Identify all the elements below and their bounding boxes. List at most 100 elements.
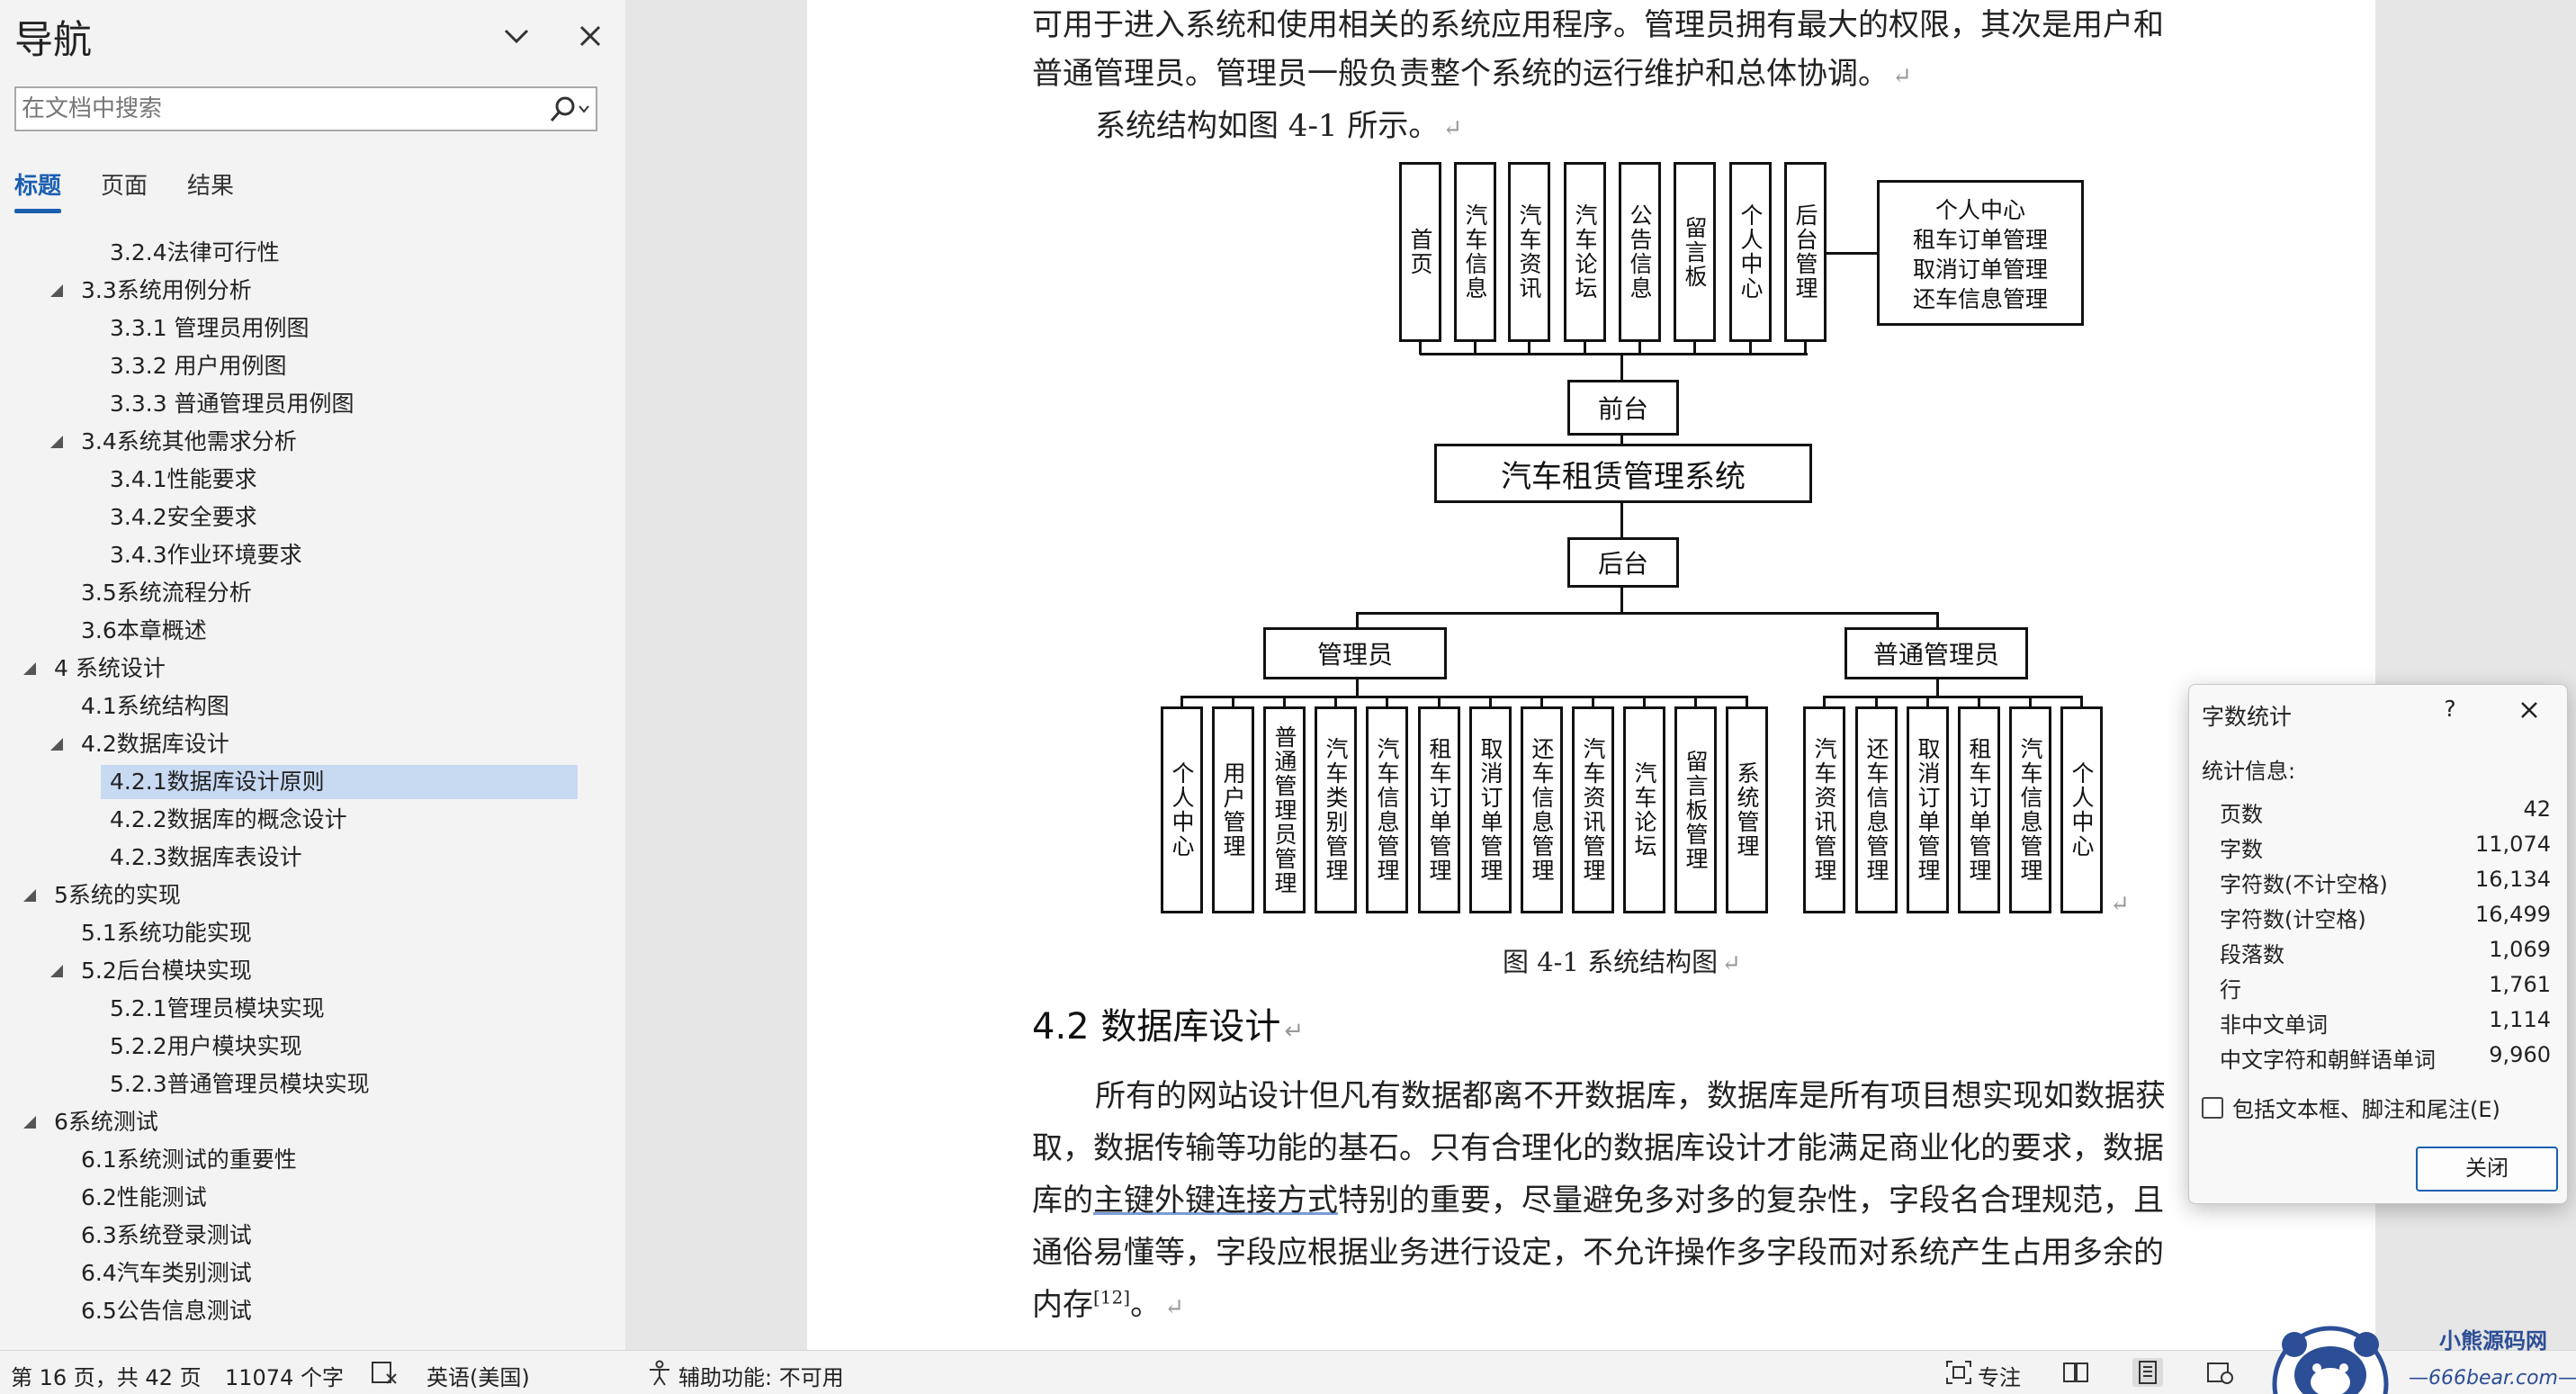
nav-title: 导航 — [14, 18, 92, 63]
collapse-triangle-icon[interactable] — [23, 889, 36, 902]
focus-icon[interactable] — [1943, 1358, 1974, 1387]
diagram-box: 汽车资讯管理 — [1803, 706, 1845, 913]
collapse-triangle-icon[interactable] — [23, 1116, 36, 1129]
help-button[interactable]: ? — [2444, 696, 2456, 722]
connector-line — [1749, 340, 1752, 355]
proofing-icon[interactable] — [369, 1358, 399, 1387]
diagram-box: 汽车论坛 — [1564, 162, 1606, 342]
outline-item[interactable]: 5.2后台模块实现 — [81, 958, 252, 984]
outline-item[interactable]: 4 系统设计 — [54, 655, 166, 681]
outline-item[interactable]: 3.4.1性能要求 — [110, 466, 257, 492]
close-button[interactable]: 关闭 — [2416, 1147, 2558, 1192]
underlined-term: 主键外键连接方式 — [1093, 1183, 1338, 1219]
outline-item[interactable]: 6.3系统登录测试 — [81, 1222, 252, 1248]
stat-label: 行 — [2220, 977, 2241, 1003]
read-mode-icon[interactable] — [2060, 1358, 2091, 1387]
paragraph-line: 通俗易懂等，字段应根据业务进行设定，不允许操作多字段而对系统产生占用多余的 — [1032, 1235, 2164, 1271]
connector-line — [1620, 436, 1623, 445]
diagram-box: 汽车资讯 — [1508, 162, 1550, 342]
collapse-triangle-icon[interactable] — [50, 284, 63, 297]
web-layout-icon[interactable] — [2204, 1358, 2235, 1387]
outline-item[interactable]: 5.1系统功能实现 — [81, 920, 252, 946]
tab-headings[interactable]: 标题 — [14, 167, 62, 213]
search-icon[interactable] — [545, 94, 590, 126]
connector-line — [1283, 696, 1286, 706]
language[interactable]: 英语(美国) — [426, 1365, 530, 1390]
outline-item[interactable]: 3.3系统用例分析 — [81, 277, 252, 303]
stat-value: 16,134 — [2475, 867, 2551, 892]
outline-item[interactable]: 4.2数据库设计 — [81, 731, 229, 757]
connector-line — [1926, 696, 1929, 706]
stat-label: 字数 — [2220, 837, 2263, 862]
outline-item[interactable]: 3.6本章概述 — [81, 617, 207, 643]
document-page[interactable]: 可用于进入系统和使用相关的系统应用程序。管理员拥有最大的权限，其次是用户和 普通… — [807, 0, 2375, 1350]
outline-item[interactable]: 6.2性能测试 — [81, 1184, 207, 1210]
connector-line — [1356, 612, 1939, 615]
checkbox-label: 包括文本框、脚注和尾注(E) — [2232, 1097, 2500, 1122]
diagram-box: 取消订单管理 — [1469, 706, 1512, 913]
collapse-triangle-icon[interactable] — [50, 436, 63, 448]
checkbox-box[interactable] — [2202, 1096, 2223, 1119]
connector-line — [1528, 340, 1530, 355]
diagram-box: 汽车信息管理 — [2009, 706, 2051, 913]
accessibility-icon[interactable] — [644, 1358, 675, 1387]
search-box[interactable] — [14, 86, 597, 131]
citation[interactable]: [12] — [1093, 1286, 1131, 1309]
stat-label: 字符数(计空格) — [2220, 907, 2366, 932]
diagram-box: 个人中心 — [2060, 706, 2103, 913]
tab-pages[interactable]: 页面 — [101, 173, 148, 200]
focus-mode[interactable]: 专注 — [1978, 1365, 2021, 1390]
stat-value: 1,069 — [2489, 937, 2551, 962]
include-textboxes-checkbox[interactable]: 包括文本框、脚注和尾注(E) — [2202, 1092, 2500, 1123]
search-input[interactable] — [22, 92, 543, 126]
connector-line — [1356, 679, 1359, 697]
status-bar: 第 16 页，共 42 页 11074 个字 英语(美国) 辅助功能: 不可用 … — [0, 1350, 2576, 1394]
connector-line — [1474, 340, 1476, 355]
outline-item[interactable]: 3.3.1 管理员用例图 — [110, 315, 310, 341]
stat-label: 非中文单词 — [2220, 1012, 2328, 1038]
outline-item[interactable]: 5.2.3普通管理员模块实现 — [110, 1071, 370, 1097]
diagram-box: 个人中心 — [1161, 706, 1203, 913]
page-count[interactable]: 第 16 页，共 42 页 — [11, 1365, 202, 1390]
word-count[interactable]: 11074 个字 — [225, 1365, 344, 1390]
outline-item[interactable]: 4.2.1数据库设计原则 — [101, 765, 578, 799]
outline-item[interactable]: 3.3.3 普通管理员用例图 — [110, 391, 355, 417]
close-icon[interactable] — [570, 16, 610, 56]
connector-line — [1420, 353, 1808, 355]
outline-item[interactable]: 3.4.2安全要求 — [110, 504, 257, 530]
collapse-triangle-icon[interactable] — [50, 738, 63, 751]
stat-row: 字数 11,074 — [2220, 832, 2551, 866]
outline-item[interactable]: 6.4汽车类别测试 — [81, 1260, 252, 1286]
print-layout-icon[interactable] — [2132, 1358, 2163, 1387]
stat-value: 11,074 — [2475, 832, 2551, 857]
outline-item[interactable]: 5.2.1管理员模块实现 — [110, 995, 325, 1021]
outline-item[interactable]: 4.2.3数据库表设计 — [110, 844, 302, 870]
outline-item[interactable]: 4.2.2数据库的概念设计 — [110, 806, 347, 832]
outline-item[interactable]: 5.2.2用户模块实现 — [110, 1033, 302, 1059]
connector-line — [1180, 696, 1748, 698]
dialog-close-icon[interactable] — [2509, 692, 2549, 728]
outline-item[interactable]: 6系统测试 — [54, 1109, 158, 1135]
outline-item[interactable]: 3.3.2 用户用例图 — [110, 353, 287, 379]
outline-item[interactable]: 5系统的实现 — [54, 882, 181, 908]
connector-line — [1386, 696, 1388, 706]
outline-item[interactable]: 6.5公告信息测试 — [81, 1298, 252, 1324]
outline-item[interactable]: 3.4系统其他需求分析 — [81, 428, 297, 454]
svg-text:小熊源码网: 小熊源码网 — [2439, 1328, 2547, 1354]
outline-item[interactable]: 4.1系统结构图 — [81, 693, 229, 719]
outline-item[interactable]: 3.2.4法律可行性 — [110, 239, 280, 265]
outline-item[interactable]: 6.1系统测试的重要性 — [81, 1147, 297, 1173]
chevron-down-icon[interactable] — [497, 16, 536, 56]
connector-line — [1584, 340, 1586, 355]
outline-item[interactable]: 3.4.3作业环境要求 — [110, 542, 302, 568]
tab-results[interactable]: 结果 — [187, 173, 235, 200]
outline-item[interactable]: 3.5系统流程分析 — [81, 580, 252, 606]
collapse-triangle-icon[interactable] — [50, 965, 63, 977]
accessibility-status[interactable]: 辅助功能: 不可用 — [678, 1365, 844, 1390]
collapse-triangle-icon[interactable] — [23, 662, 36, 675]
svg-text:—666bear.com—: —666bear.com— — [2409, 1367, 2576, 1390]
